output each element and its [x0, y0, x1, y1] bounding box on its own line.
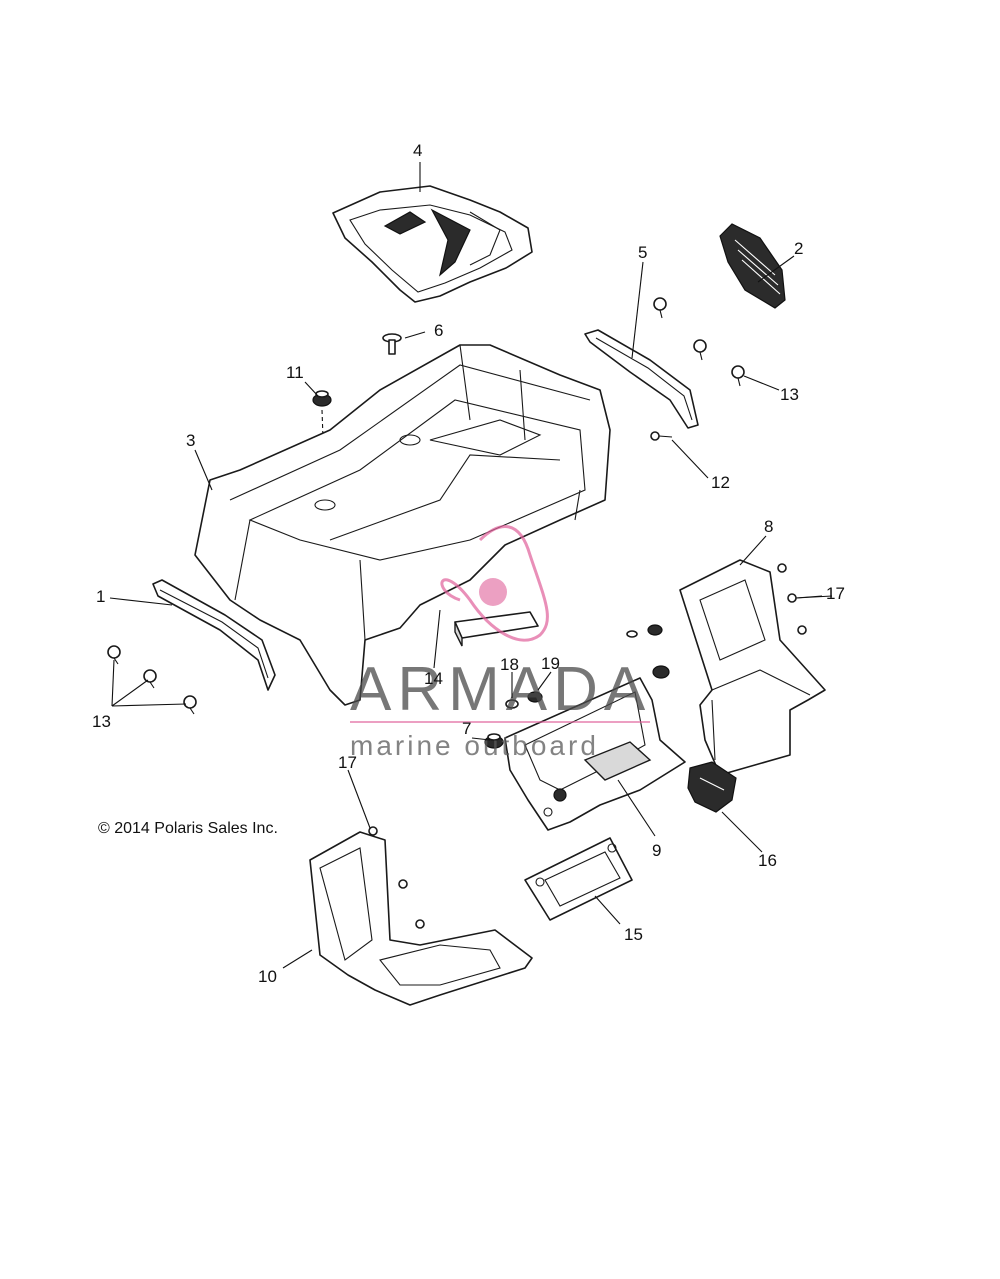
watermark-brand: ARMADA	[350, 655, 651, 724]
callout-1: 1	[96, 587, 105, 606]
callout-17b: 17	[826, 584, 845, 603]
copyright-notice: © 2014 Polaris Sales Inc.	[98, 820, 278, 837]
callout-13b: 13	[780, 385, 799, 404]
part-7-grommet	[484, 733, 504, 749]
callout-11: 11	[286, 363, 304, 382]
callout-7: 7	[462, 719, 471, 738]
callout-6: 6	[434, 321, 443, 340]
watermark: ARMADA marine outboard	[350, 525, 651, 761]
part-12-screw	[650, 431, 673, 441]
callout-19: 19	[541, 654, 560, 673]
callouts: 4 2 5 6 11 13 3 12 8 17 1 14 18 19 13 7 …	[92, 141, 845, 986]
callout-12: 12	[711, 473, 730, 492]
part-10-side-panel	[309, 826, 533, 1006]
part-6-bolt	[382, 333, 402, 355]
callout-13a: 13	[92, 712, 111, 731]
part-3-cargo-box	[194, 344, 611, 706]
callout-15: 15	[624, 925, 643, 944]
callout-16: 16	[758, 851, 777, 870]
part-1-left-rail	[152, 579, 276, 691]
hardware-washers-upper	[626, 624, 670, 679]
callout-14: 14	[424, 669, 443, 688]
callout-3: 3	[186, 431, 195, 450]
watermark-logo	[440, 525, 549, 642]
part-13-rivets-right	[653, 297, 745, 387]
part-19-nut	[527, 691, 543, 703]
callout-18: 18	[500, 655, 519, 674]
part-4-cover	[332, 185, 533, 303]
leader-lines	[109, 162, 833, 969]
callout-10: 10	[258, 967, 277, 986]
part-18-washer	[505, 699, 519, 709]
callout-2: 2	[794, 239, 803, 258]
part-16-latch	[687, 761, 737, 813]
callout-8: 8	[764, 517, 773, 536]
callout-17a: 17	[338, 753, 357, 772]
callout-4: 4	[413, 141, 422, 160]
part-9-bracket	[504, 677, 686, 831]
watermark-tagline: marine outboard	[350, 730, 599, 761]
part-15-cover-plate	[524, 837, 633, 921]
watermark-logo-dot	[479, 578, 507, 606]
callout-5: 5	[638, 243, 647, 262]
part-14-foam-block	[454, 611, 539, 647]
part-8-storage-bin	[679, 559, 826, 776]
part-5-right-rail	[584, 329, 699, 429]
callout-9: 9	[652, 841, 661, 860]
part-2-vent-grille	[719, 223, 786, 309]
part-13-rivets-left	[107, 645, 197, 715]
